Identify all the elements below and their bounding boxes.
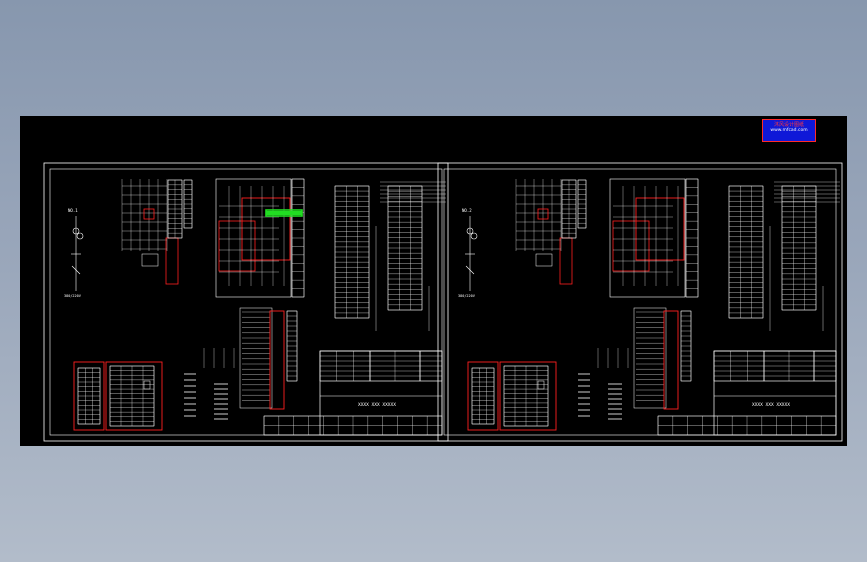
contactor-block <box>141 253 159 267</box>
voltage-label: 380/220V <box>458 294 476 298</box>
control-panel-frame <box>609 178 686 298</box>
sheet-inner-border <box>443 168 837 436</box>
transformer-symbol <box>466 227 474 235</box>
drawing-sheet-1: NO.1 380/220V XXXX XXX XXXXX <box>43 162 449 442</box>
control-circuit-highlight <box>635 197 685 261</box>
sheet-outer-border <box>43 162 449 442</box>
control-circuit-highlight <box>241 197 291 261</box>
legend-table-highlight <box>467 361 499 431</box>
stamp-title: 沐风设计图纸 <box>773 122 804 128</box>
terminal-strip-highlight <box>663 310 679 410</box>
transformer-symbol <box>72 227 80 235</box>
relay-highlight <box>143 208 155 220</box>
title-block-title: XXXX XXX XXXXX <box>752 402 790 408</box>
voltage-label: 380/220V <box>64 294 82 298</box>
sheet-inner-border <box>49 168 443 436</box>
terminal-highlight <box>165 237 179 285</box>
legend-table-highlight <box>73 361 105 431</box>
wiring-block <box>239 307 273 409</box>
contactor-block <box>535 253 553 267</box>
relay-highlight <box>537 208 549 220</box>
legend-symbol <box>537 380 545 390</box>
control-circuit-highlight <box>218 220 256 272</box>
wiring-block <box>633 307 667 409</box>
terminal-strip-highlight <box>269 310 285 410</box>
title-block-title: XXXX XXX XXXXX <box>358 402 396 408</box>
transformer-symbol <box>76 232 84 240</box>
feeder-label: NO.2 <box>462 208 472 213</box>
electrical-schematic-drawing[interactable]: NO.1 380/220V XXXX XXX XXXXX NO.2 380/220V XX… <box>20 116 847 446</box>
terminal-highlight <box>559 237 573 285</box>
transformer-symbol <box>470 232 478 240</box>
feeder-label: NO.1 <box>68 208 78 213</box>
cad-drawing-canvas[interactable]: NO.1 380/220V XXXX XXX XXXXX NO.2 380/220V XX… <box>20 116 847 446</box>
legend-table-highlight <box>105 361 163 431</box>
control-panel-frame <box>215 178 292 298</box>
switch-symbol <box>71 265 81 275</box>
switch-symbol <box>465 265 475 275</box>
legend-table-highlight <box>499 361 557 431</box>
watermark-stamp: 沐风设计图纸 www.mfcad.com <box>762 119 816 142</box>
stamp-url: www.mfcad.com <box>770 128 808 133</box>
sheet-outer-border <box>437 162 843 442</box>
drawing-sheet-2: NO.2 380/220V XXXX XXX XXXXX <box>437 162 843 442</box>
legend-symbol <box>143 380 151 390</box>
selected-entity <box>266 211 302 215</box>
control-circuit-highlight <box>612 220 650 272</box>
